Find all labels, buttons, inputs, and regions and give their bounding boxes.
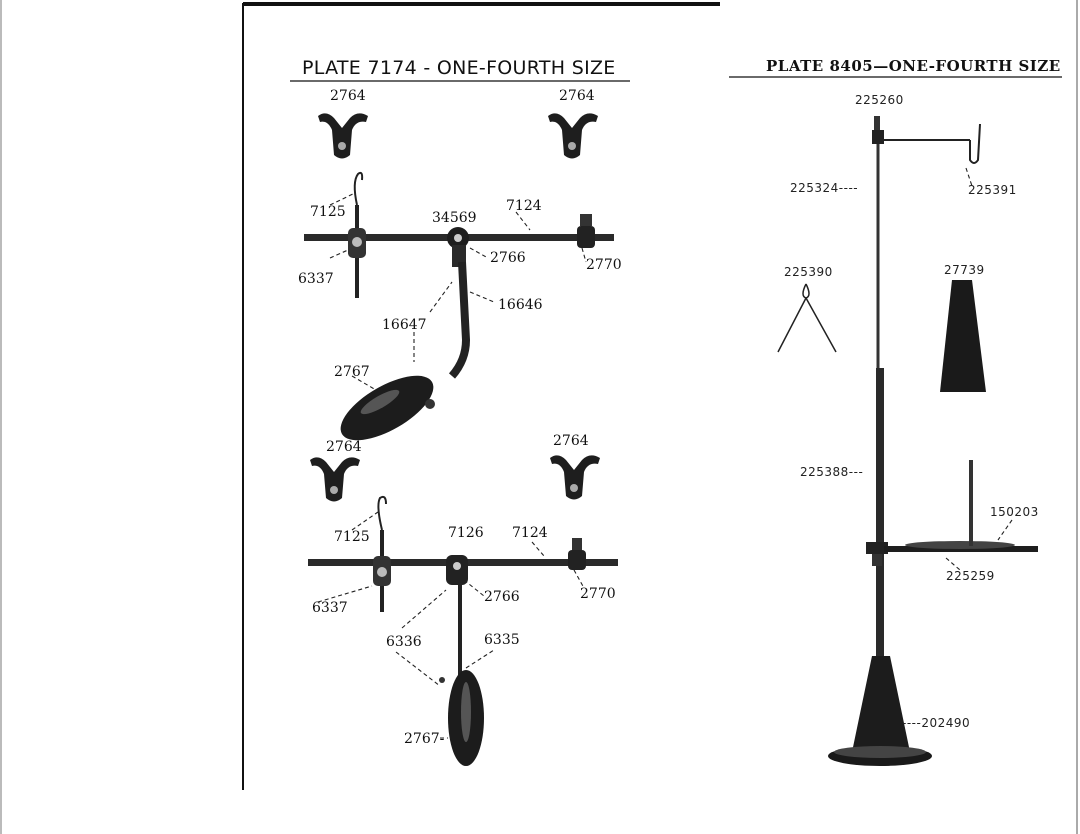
leader-6337-a [329, 249, 349, 259]
leader-16647-up [429, 281, 453, 313]
leader-225259 [945, 557, 961, 571]
leader-2767-a [351, 375, 377, 391]
label-34569: 34569 [432, 210, 477, 226]
label-7124-a: 7124 [506, 198, 542, 214]
label-7125-b: 7125 [334, 529, 370, 545]
label-2764-top-left: 2764 [330, 88, 366, 104]
label-2764-bottom-right: 2764 [553, 433, 589, 449]
leader-150203 [997, 519, 1013, 541]
thread-guide-top-right [548, 113, 598, 159]
leader-2766-b [463, 579, 485, 597]
label-2770-b: 2770 [580, 586, 616, 602]
label-2764-top-right: 2764 [559, 88, 595, 104]
plate-8405-title: PLATE 8405—ONE-FOURTH SIZE [766, 57, 1061, 75]
leader-16646 [469, 291, 495, 303]
upper-bar-assembly [304, 171, 614, 441]
leader-7125-a [329, 192, 356, 206]
thread-guide-bottom-left [310, 457, 360, 502]
lower-bar-assembly [308, 495, 618, 766]
leader-2770-a [581, 247, 587, 263]
label-16647: 16647 [382, 317, 427, 333]
spool-stand-assembly [828, 116, 1038, 766]
leader-7124-b [531, 541, 545, 557]
label-2766-a: 2766 [490, 250, 526, 266]
label-2770-a: 2770 [586, 257, 622, 273]
label-6337-a: 6337 [298, 271, 334, 287]
leader-6336-up [401, 589, 447, 629]
leader-2770-b [573, 569, 585, 589]
thread-guide-bottom-right [550, 455, 600, 500]
label-7124-b: 7124 [512, 525, 548, 541]
label-225324: 225324---- [790, 181, 858, 195]
label-7126: 7126 [448, 525, 484, 541]
thread-spreader-wire [777, 283, 837, 353]
leader-7125-b [351, 511, 379, 531]
label-2764-bottom-left: 2764 [326, 439, 362, 455]
plate-7174-title: PLATE 7174 - ONE-FOURTH SIZE [302, 57, 616, 79]
label-27739: 27739 [944, 263, 985, 277]
label-225391: 225391 [968, 183, 1017, 197]
label-225259: 225259 [946, 569, 995, 583]
leader-6337-b [317, 585, 373, 603]
label-16646: 16646 [498, 297, 543, 313]
leader-2766-a [469, 247, 489, 259]
leader-225391 [965, 167, 973, 187]
leader-6335 [465, 649, 495, 669]
thread-guide-top-left [318, 113, 368, 159]
label-202490: ----202490 [902, 716, 970, 730]
label-2767-a: 2767 [334, 364, 370, 380]
label-150203: 150203 [990, 505, 1039, 519]
label-225390: 225390 [784, 265, 833, 279]
leader-6336-down [395, 651, 441, 687]
label-2766-b: 2766 [484, 589, 520, 605]
leader-7124-a [515, 211, 531, 231]
label-6336: 6336 [386, 634, 422, 650]
cone-spool [940, 280, 986, 392]
label-6335: 6335 [484, 632, 520, 648]
label-7125-a: 7125 [310, 204, 346, 220]
label-225388: 225388--- [800, 465, 863, 479]
label-6337-b: 6337 [312, 600, 348, 616]
label-225260: 225260 [855, 93, 904, 107]
label-2767-b: 2767- [404, 731, 445, 747]
